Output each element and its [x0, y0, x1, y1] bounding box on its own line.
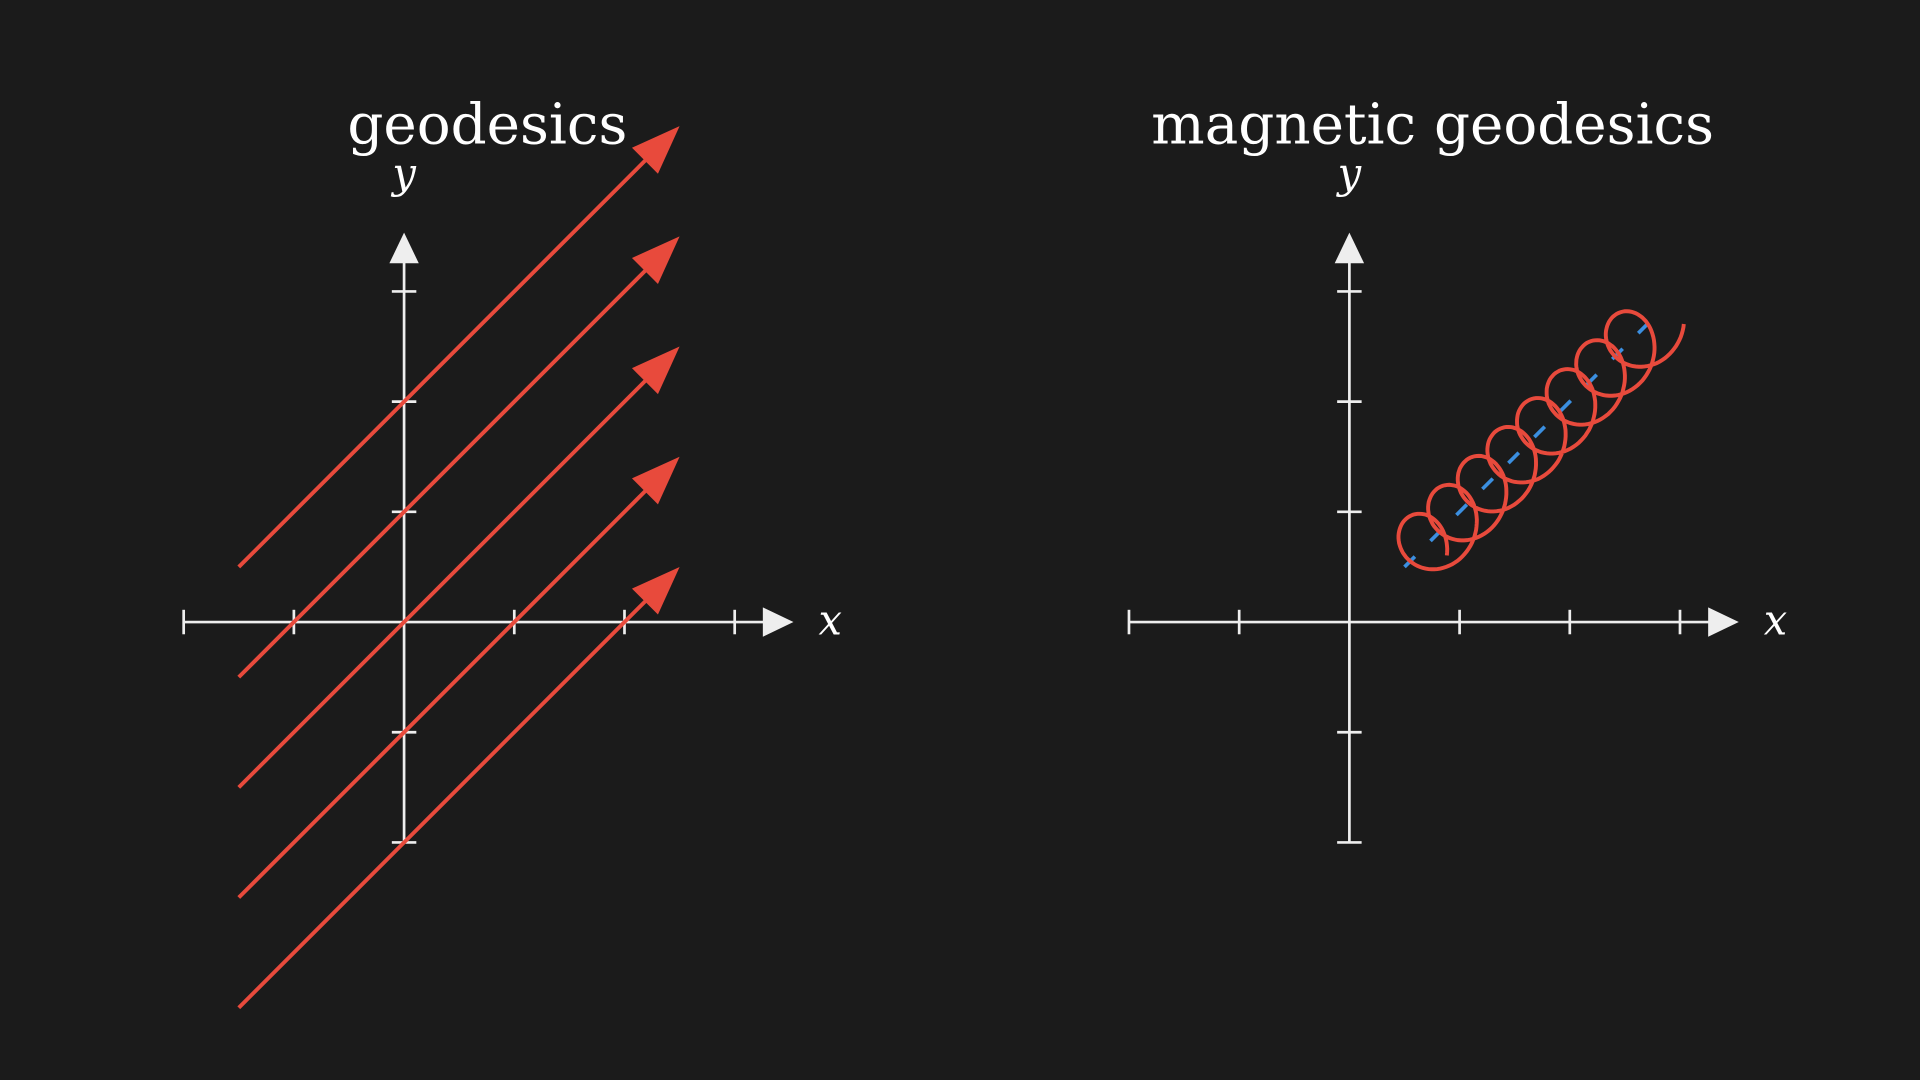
geodesic-line: [237, 488, 649, 899]
right-title: magnetic geodesics: [1151, 92, 1714, 157]
y-axis-arrow-icon: [389, 232, 419, 264]
geodesic-arrowhead-icon: [631, 456, 680, 505]
x-axis-label: x: [1764, 595, 1787, 644]
geodesic-arrowhead-icon: [631, 236, 680, 284]
y-axis-label: y: [390, 148, 416, 197]
x-axis-label: x: [818, 595, 841, 644]
geodesic-arrowhead-icon: [631, 346, 680, 395]
y-axis-label: y: [1336, 148, 1362, 197]
magnetic-geodesics-panel: magnetic geodesics x y: [1127, 92, 1787, 844]
geodesics-panel: geodesics x y: [182, 92, 842, 1010]
x-axis-arrow-icon: [762, 607, 794, 637]
geodesic-line: [237, 157, 649, 569]
geodesic-line: [237, 378, 649, 789]
x-axis-arrow-icon: [1708, 607, 1739, 637]
geodesic-line: [237, 267, 649, 679]
geodesic-arrowhead-icon: [631, 566, 680, 615]
magnetic-geodesic-spiral: [1396, 309, 1686, 572]
y-axis-arrow-icon: [1334, 232, 1365, 264]
left-title: geodesics: [347, 92, 627, 157]
geodesic-arrowhead-icon: [631, 126, 680, 174]
geodesic-line: [237, 598, 649, 1010]
